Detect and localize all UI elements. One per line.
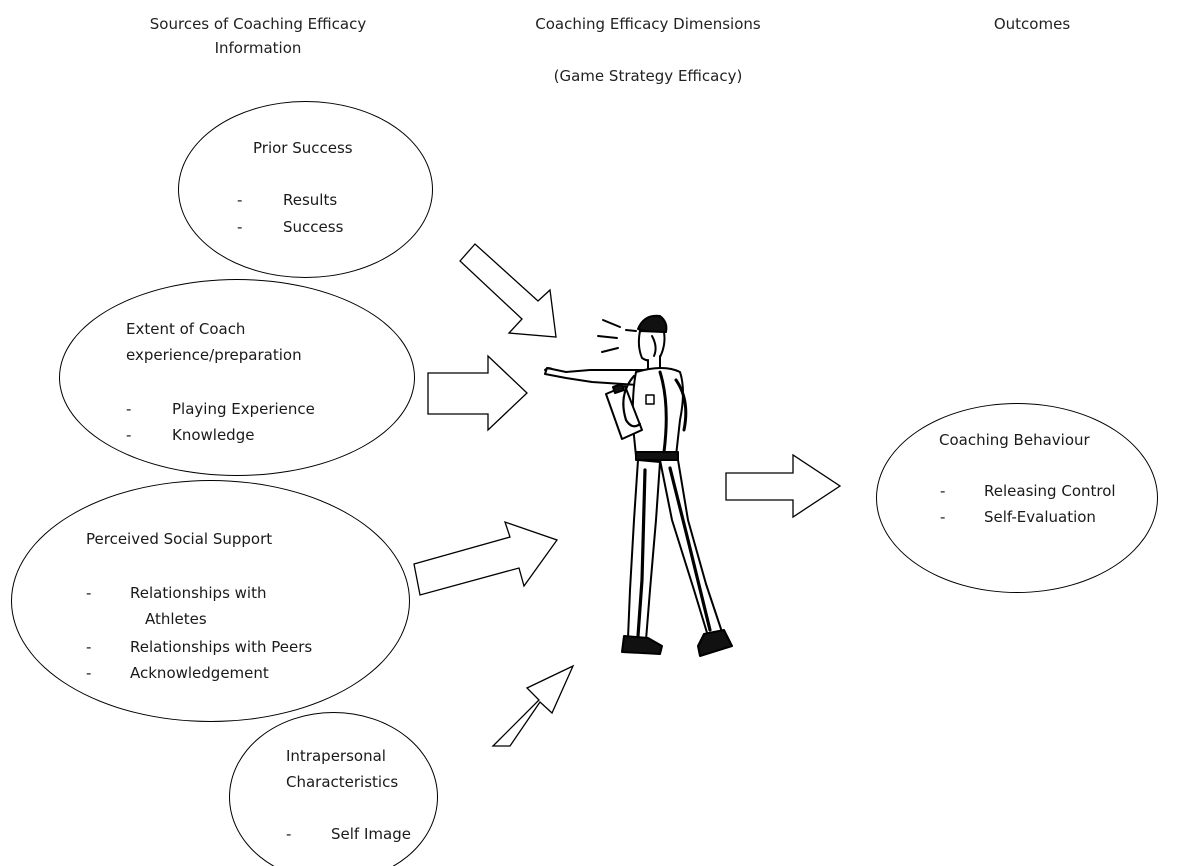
bullet: - [237,191,243,209]
bullet: - [86,584,92,602]
intrapersonal-item-self-image: Self Image [331,825,411,843]
arrow-to-outcomes [725,453,842,519]
social-support-title: Perceived Social Support [86,530,273,548]
intrapersonal-title-line2: Characteristics [286,773,399,791]
header-outcomes: Outcomes [962,12,1102,36]
bullet: - [940,508,946,526]
prior-success-item-results: Results [283,191,338,209]
header-outcomes-title: Outcomes [993,15,1071,33]
node-prior-success [178,101,433,278]
bullet: - [286,825,292,843]
coaching-behaviour-title: Coaching Behaviour [939,431,1090,449]
header-sources: Sources of Coaching Efficacy Information [128,12,388,60]
header-sources-line2: Information [214,39,302,57]
social-support-item-athletes-line1: Relationships with [130,584,267,602]
node-coach-experience [59,279,415,476]
node-intrapersonal [229,712,438,866]
coach-experience-item-playing: Playing Experience [172,400,315,418]
coach-experience-item-knowledge: Knowledge [172,426,255,444]
header-sources-line1: Sources of Coaching Efficacy [149,15,367,33]
bullet: - [237,218,243,236]
coaching-behaviour-item-self-eval: Self-Evaluation [984,508,1096,526]
coach-experience-title-line1: Extent of Coach [126,320,246,338]
bullet: - [940,482,946,500]
prior-success-item-success: Success [283,218,344,236]
arrow-coach-experience [427,354,528,432]
bullet: - [86,664,92,682]
node-coaching-behaviour [876,403,1158,593]
intrapersonal-title-line1: Intrapersonal [286,747,386,765]
social-support-item-peers: Relationships with Peers [130,638,313,656]
header-dimensions-subtitle: (Game Strategy Efficacy) [553,67,743,85]
social-support-item-athletes-line2: Athletes [145,610,207,628]
arrow-social-support [413,520,559,596]
bullet: - [126,400,132,418]
arrow-prior-success [459,243,557,338]
coaching-behaviour-item-releasing: Releasing Control [984,482,1116,500]
header-dimensions: Coaching Efficacy Dimensions (Game Strat… [508,12,788,88]
bullet: - [86,638,92,656]
arrow-intrapersonal [491,664,575,747]
prior-success-title: Prior Success [253,139,353,157]
coach-experience-title-line2: experience/preparation [126,346,302,364]
social-support-item-acknowledgement: Acknowledgement [130,664,269,682]
header-dimensions-title: Coaching Efficacy Dimensions [535,15,761,33]
bullet: - [126,426,132,444]
node-social-support [11,480,410,722]
